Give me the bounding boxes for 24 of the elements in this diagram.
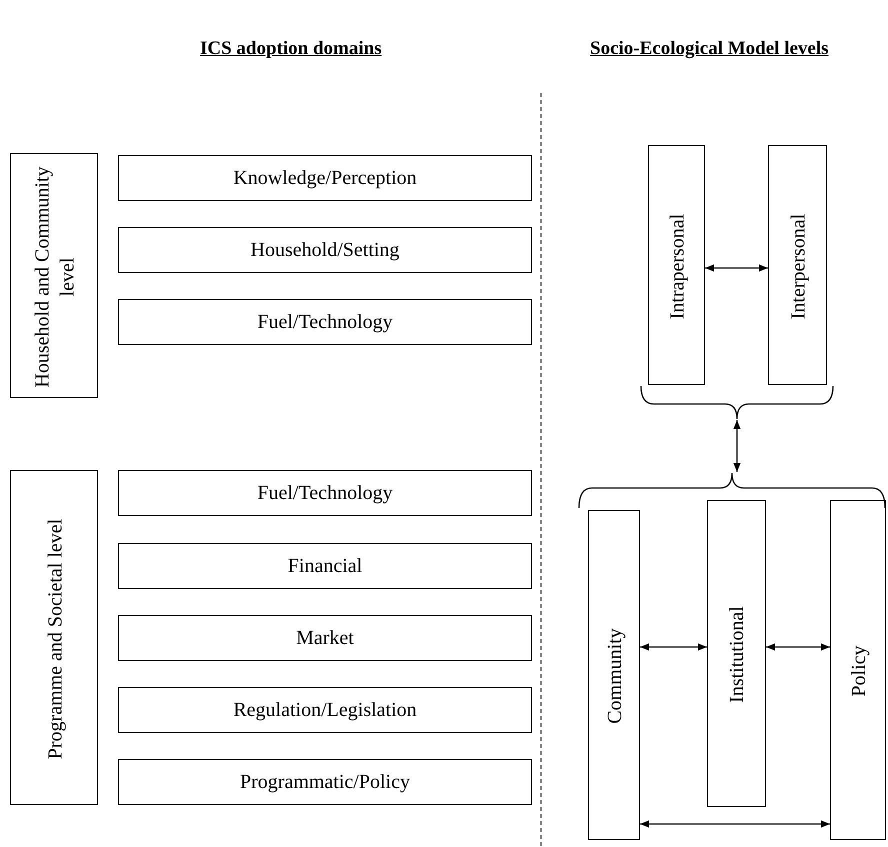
level-box: Institutional	[707, 500, 766, 807]
level-box: Programme and Societal level	[10, 470, 98, 805]
domain-box: Knowledge/Perception	[118, 155, 532, 201]
curly-bracket	[578, 472, 886, 508]
double-arrow	[766, 643, 830, 651]
double-arrow	[733, 420, 741, 472]
domain-box: Regulation/Legislation	[118, 687, 532, 733]
domain-box: Fuel/Technology	[118, 470, 532, 516]
domain-box: Fuel/Technology	[118, 299, 532, 345]
double-arrow	[705, 264, 768, 272]
column-heading: Socio-Ecological Model levels	[590, 38, 829, 60]
curly-bracket	[640, 386, 834, 420]
domain-box: Programmatic/Policy	[118, 759, 532, 805]
domain-box: Market	[118, 615, 532, 661]
level-box: Policy	[830, 500, 886, 840]
domain-box: Financial	[118, 543, 532, 589]
level-box: Household and Community level	[10, 153, 98, 398]
level-box: Intrapersonal	[648, 145, 705, 385]
double-arrow	[640, 643, 707, 651]
level-box: Community	[588, 510, 640, 840]
double-arrow	[640, 820, 830, 828]
level-box: Interpersonal	[768, 145, 827, 385]
column-heading: ICS adoption domains	[200, 38, 382, 60]
domain-box: Household/Setting	[118, 227, 532, 273]
